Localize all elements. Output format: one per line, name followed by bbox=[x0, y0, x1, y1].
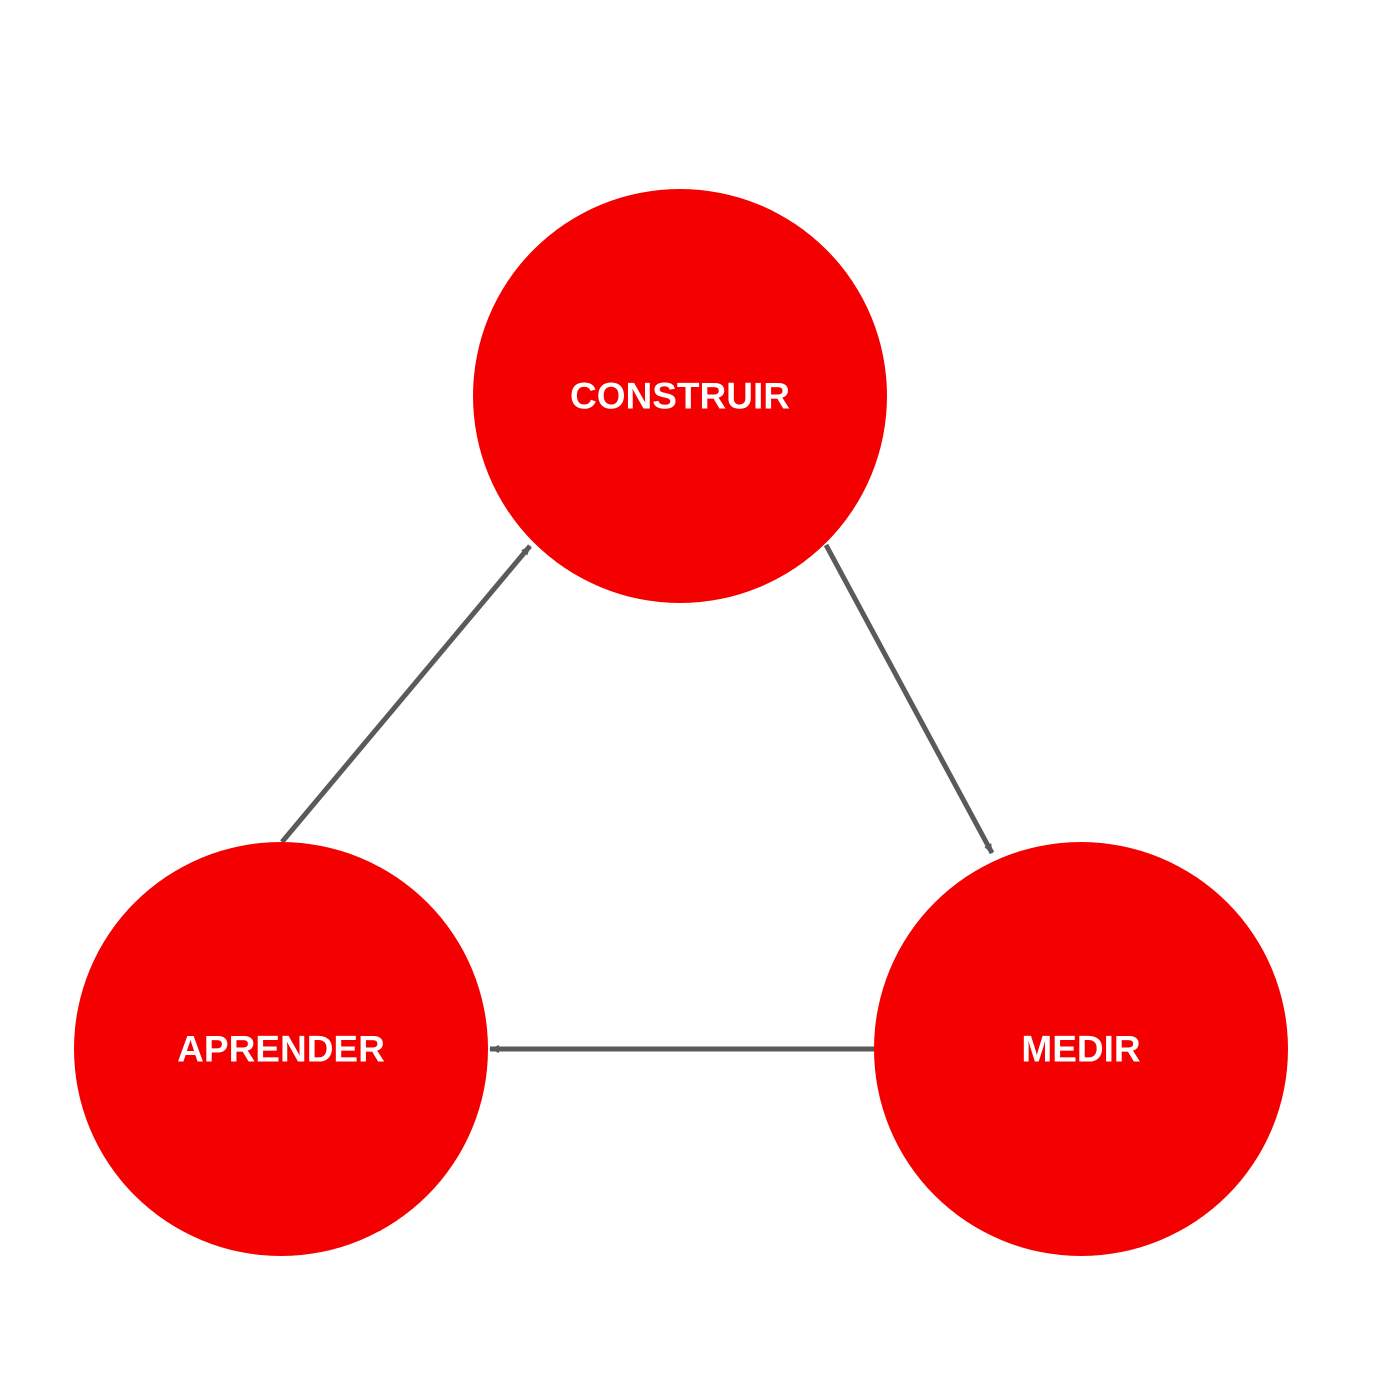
node-medir: MEDIR bbox=[874, 842, 1288, 1256]
node-construir: CONSTRUIR bbox=[473, 189, 887, 603]
node-construir-label: CONSTRUIR bbox=[570, 376, 790, 417]
node-aprender-circle bbox=[74, 842, 488, 1256]
node-aprender: APRENDER bbox=[74, 842, 488, 1256]
node-construir-circle bbox=[473, 189, 887, 603]
edges bbox=[280, 543, 995, 1053]
arrow-construir-to-medir bbox=[823, 543, 995, 855]
node-medir-label: MEDIR bbox=[1021, 1029, 1140, 1070]
arrow-aprender-to-construir bbox=[280, 544, 532, 844]
node-aprender-label: APRENDER bbox=[177, 1029, 385, 1070]
node-medir-circle bbox=[874, 842, 1288, 1256]
